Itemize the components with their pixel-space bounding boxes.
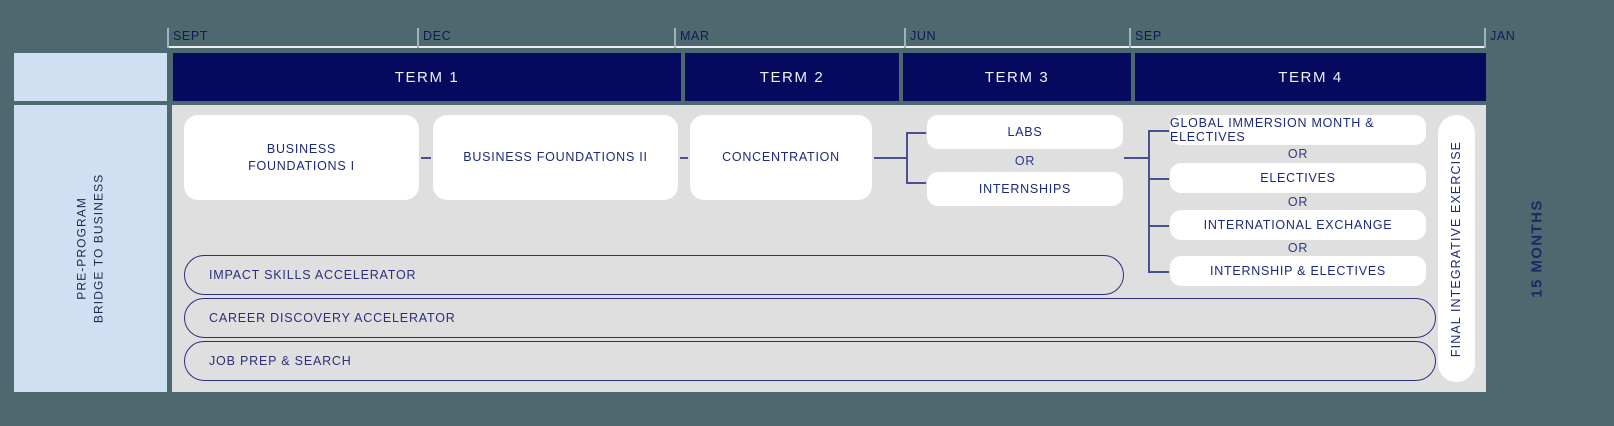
term4-or-separator: OR [1170,240,1426,256]
final-integrative-exercise-pill[interactable]: FINAL INTEGRATIVE EXERCISE [1438,115,1475,382]
accelerator-track-label: JOB PREP & SEARCH [209,354,352,368]
tick-label: JUN [910,29,937,43]
term4-option[interactable]: INTERNSHIP & ELECTIVES [1170,256,1426,286]
connector-concentration-stem [874,157,907,159]
connector-term4-stem [1124,157,1149,159]
or-label: OR [1287,147,1309,161]
connector-term3-branch-internships [906,182,926,184]
course-card[interactable]: CONCENTRATION [690,115,872,200]
term-bar-3: TERM 3 [903,53,1131,101]
term3-or-separator: OR [927,149,1123,172]
sidebar-label-line1: PRE-PROGRAM [74,197,89,300]
sidebar-header-block [14,53,167,101]
term4-or-separator: OR [1170,193,1426,210]
tick-label: SEP [1135,29,1162,43]
term4-option-label: GLOBAL IMMERSION MONTH & ELECTIVES [1170,116,1375,144]
tick-mark [167,28,169,48]
accelerator-track[interactable]: CAREER DISCOVERY ACCELERATOR [184,298,1436,338]
term4-option[interactable]: ELECTIVES [1170,163,1426,193]
tick-mark [904,28,906,48]
connector-term4-branch-2 [1148,178,1169,180]
term-bar-label: TERM 4 [1278,68,1343,86]
term-bar-row: TERM 1 TERM 2 TERM 3 TERM 4 [173,53,1486,101]
tick-label: SEPT [173,29,209,43]
or-label: OR [1014,153,1036,168]
timeline-ruler: SEPT DEC MAR JUN SEP JAN [167,24,1515,48]
term4-option[interactable]: GLOBAL IMMERSION MONTH & ELECTIVES [1170,115,1426,145]
accelerator-track-label: IMPACT SKILLS ACCELERATOR [209,268,417,282]
term3-option-label: LABS [1007,125,1043,139]
course-card-label: CONCENTRATION [722,150,840,165]
tick-label: JAN [1490,29,1516,43]
connector-bf2-concentration [680,157,688,159]
connector-term4-branch-1 [1148,130,1169,132]
accelerator-track-label: CAREER DISCOVERY ACCELERATOR [209,311,456,325]
connector-term4-branch-3 [1148,225,1169,227]
tick-label: DEC [423,29,452,43]
accelerator-track[interactable]: JOB PREP & SEARCH [184,341,1436,381]
term-bar-label: TERM 1 [394,68,460,86]
term4-option-label: INTERNATIONAL EXCHANGE [1203,218,1393,232]
term-bar-4: TERM 4 [1135,53,1486,101]
or-label: OR [1287,241,1309,255]
term3-option[interactable]: INTERNSHIPS [927,172,1123,206]
connector-term4-branch-4 [1148,271,1169,273]
term-bar-label: TERM 2 [759,68,825,86]
duration-block: 15 MONTHS [1486,105,1614,392]
accelerator-track[interactable]: IMPACT SKILLS ACCELERATOR [184,255,1124,295]
term-bar-2: TERM 2 [685,53,899,101]
sidebar-pre-program-label: PRE-PROGRAM BRIDGE TO BUSINESS [73,174,108,323]
term4-option-label: ELECTIVES [1260,171,1336,185]
sidebar-label-line2: BRIDGE TO BUSINESS [91,173,106,324]
tick-mark [417,28,419,48]
tick-label: MAR [680,29,710,43]
ruler-baseline [167,46,1486,48]
connector-term3-bracket-spine [906,132,908,183]
term4-or-separator: OR [1170,145,1426,163]
term3-option[interactable]: LABS [927,115,1123,149]
final-integrative-exercise-label: FINAL INTEGRATIVE EXERCISE [1449,140,1464,357]
connector-bf1-bf2 [421,157,431,159]
term3-option-label: INTERNSHIPS [978,182,1072,196]
tick-mark [674,28,676,48]
course-card[interactable]: BUSINESS FOUNDATIONS II [433,115,678,200]
term4-option-label: INTERNSHIP & ELECTIVES [1209,264,1387,278]
term4-option[interactable]: INTERNATIONAL EXCHANGE [1170,210,1426,240]
sidebar-pre-program: PRE-PROGRAM BRIDGE TO BUSINESS [14,105,167,392]
connector-term3-branch-labs [906,132,926,134]
term-bar-label: TERM 3 [984,68,1050,86]
term-bar-1: TERM 1 [173,53,681,101]
duration-label: 15 MONTHS [1528,199,1546,298]
course-card-label: BUSINESS FOUNDATIONS II [463,150,648,165]
tick-mark [1484,28,1486,48]
tick-mark [1129,28,1131,48]
or-label: OR [1287,194,1309,209]
connector-term4-bracket-spine [1148,130,1150,271]
